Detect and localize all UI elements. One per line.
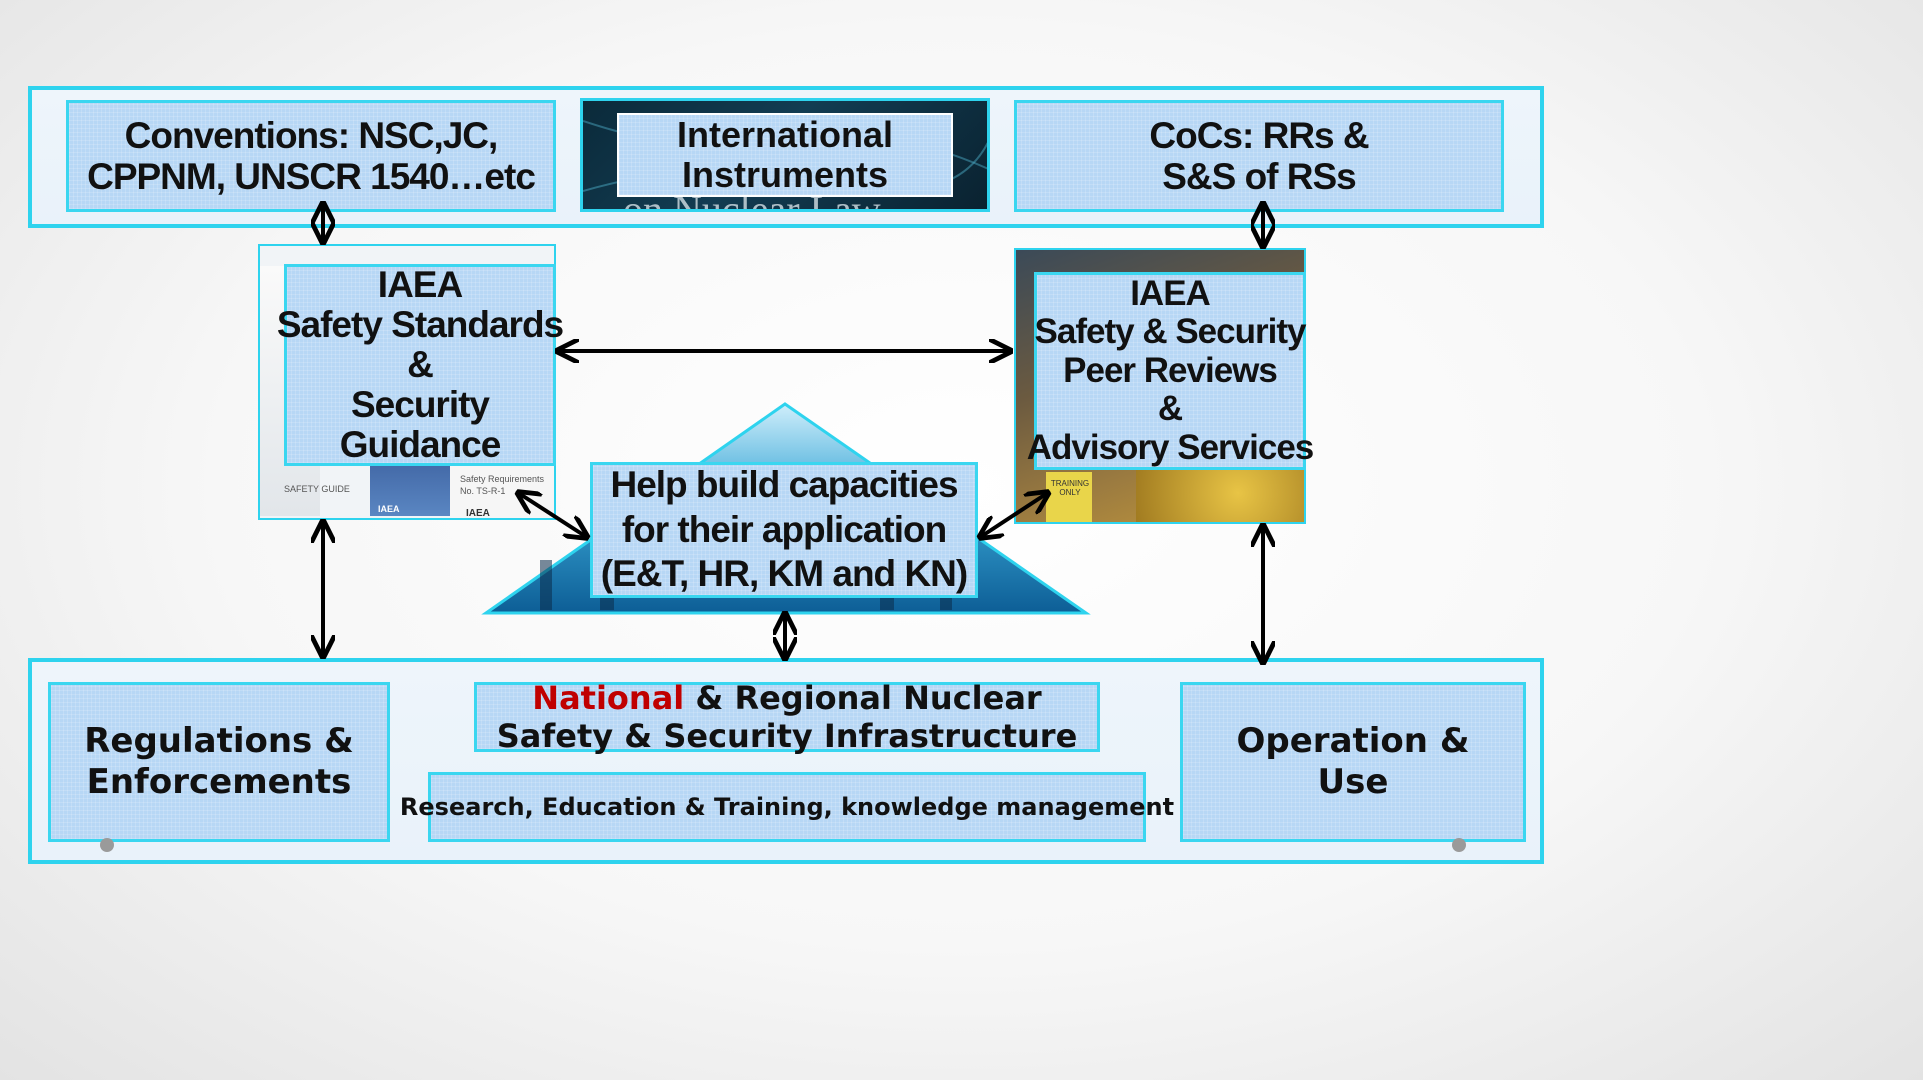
safety-standards-line4: Security [350, 383, 490, 425]
photo-label-safety-guide: SAFETY GUIDE [284, 484, 350, 494]
arrow-standards-capacity [520, 494, 585, 536]
cocs-box: CoCs: RRs & S&S of RSs [1014, 100, 1504, 212]
national-infrastructure-box: National & Regional Nuclear Safety & Sec… [474, 679, 1100, 755]
operation-line1: Operation & [1236, 721, 1470, 762]
international-line1: International [676, 113, 894, 155]
peer-reviews-line1: IAEA [1130, 273, 1211, 313]
operation-box: Operation & Use [1180, 682, 1526, 842]
photo-label-training-only: TRAINING ONLY [1050, 479, 1090, 497]
corner-dot-left [100, 838, 114, 852]
peer-reviews-line3: Peer Reviews [1063, 350, 1278, 390]
international-line2: Instruments [681, 154, 889, 195]
regulations-line2: Enforcements [86, 762, 352, 802]
capacity-line3: (E&T, HR, KM and KN) [600, 553, 968, 595]
safety-standards-line5: Guidance [339, 423, 502, 465]
photo-label-iaea-2: IAEA [466, 508, 490, 519]
safety-standards-box: IAEA Safety Standards & Security Guidanc… [277, 264, 564, 466]
photo-label-iaea-1: IAEA [378, 504, 400, 514]
operation-line2: Use [1317, 762, 1389, 802]
international-instruments-box: International Instruments [617, 113, 953, 197]
safety-standards-line2: Safety Standards [276, 304, 564, 346]
photo-label-ts-r-1: No. TS-R-1 [460, 486, 506, 496]
arrow-peer-reviews-capacity [982, 494, 1046, 536]
national-line1: National & Regional Nuclear [532, 679, 1041, 717]
research-text: Research, Education & Training, knowledg… [399, 792, 1175, 821]
regulations-box: Regulations & Enforcements [48, 682, 390, 842]
peer-reviews-line5: Advisory Services [1026, 427, 1315, 467]
safety-standards-line1: IAEA [377, 264, 463, 306]
capacity-line1: Help build capacities [610, 464, 958, 506]
national-word: National [532, 678, 685, 717]
national-line1-rest: & Regional Nuclear [684, 678, 1042, 717]
capacity-line2: for their application [621, 508, 947, 550]
peer-reviews-line4: & [1157, 389, 1183, 429]
photo-label-safety-requirements: Safety Requirements [460, 474, 545, 484]
conventions-line2: CPPNM, UNSCR 1540…etc [87, 156, 536, 197]
safety-standards-line3: & [407, 344, 434, 386]
national-line2: Safety & Security Infrastructure [496, 717, 1078, 755]
regulations-line1: Regulations & [84, 721, 354, 762]
cocs-line1: CoCs: RRs & [1149, 114, 1369, 156]
corner-dot-right [1452, 838, 1466, 852]
capacity-box: Help build capacities for their applicat… [590, 462, 978, 598]
international-instruments-photo: on Nuclear Law International Instruments [580, 98, 990, 212]
peer-reviews-box: IAEA Safety & Security Peer Reviews & Ad… [1027, 272, 1314, 470]
research-box: Research, Education & Training, knowledg… [400, 772, 1174, 842]
conventions-line1: Conventions: NSC,JC, [124, 114, 499, 156]
cocs-line2: S&S of RSs [1162, 156, 1357, 197]
peer-reviews-line2: Safety & Security [1034, 312, 1307, 352]
